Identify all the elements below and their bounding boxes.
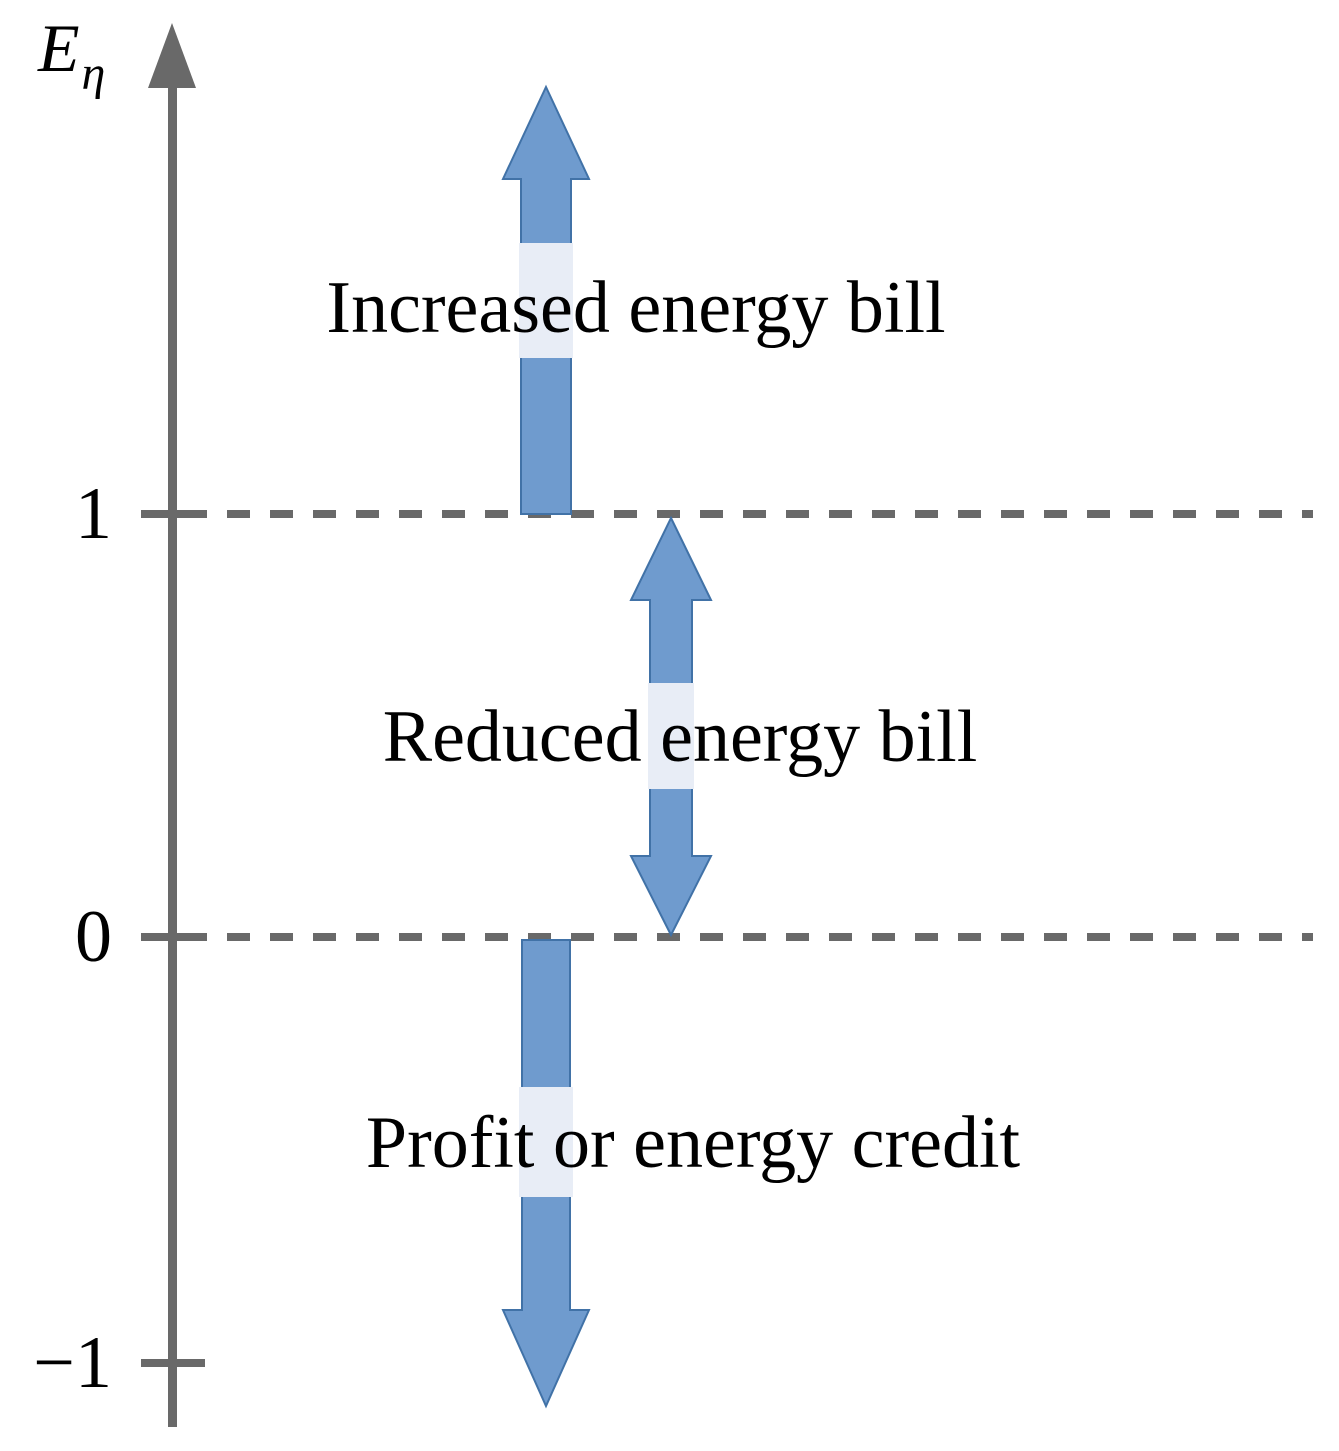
down-arrow-label-band xyxy=(519,1087,573,1197)
tick-mark-minus-1 xyxy=(141,1359,205,1367)
y-axis-arrowhead-icon xyxy=(148,23,196,88)
y-axis-title: Eη xyxy=(38,8,105,114)
tick-label-minus-1: −1 xyxy=(33,1322,112,1404)
y-axis-line xyxy=(168,70,177,1427)
double-arrow-label-band xyxy=(648,683,694,789)
y-axis-title-base: E xyxy=(38,10,80,86)
up-arrow-label-band xyxy=(519,243,573,358)
tick-mark-1 xyxy=(141,510,205,518)
tick-label-0: 0 xyxy=(75,896,112,978)
tick-label-1: 1 xyxy=(75,473,112,555)
region-label-increased-energy-bill: Increased energy bill xyxy=(326,267,946,349)
region-label-profit-or-energy-credit: Profit or energy credit xyxy=(365,1102,1021,1184)
region-label-reduced-energy-bill: Reduced energy bill xyxy=(382,696,978,778)
y-axis-title-subscript: η xyxy=(81,47,106,100)
tick-mark-0 xyxy=(141,933,205,941)
